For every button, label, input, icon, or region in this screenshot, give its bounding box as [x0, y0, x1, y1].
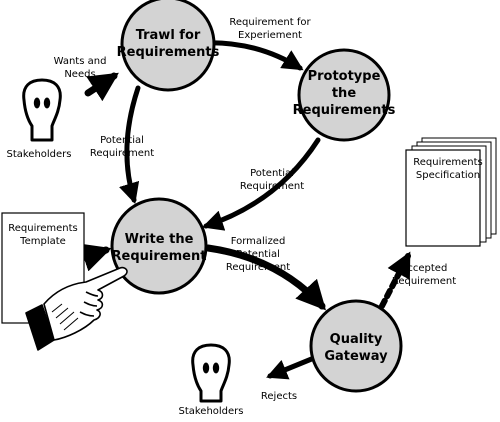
template-label-1: Requirements: [8, 223, 78, 234]
svg-text:Experiement: Experiement: [238, 30, 302, 41]
node-quality-line1: Quality: [330, 332, 383, 347]
edge-labels: Wants and Needs Requirement for Experiem…: [54, 17, 457, 402]
svg-text:the: the: [332, 86, 356, 101]
label-formalized-1: Formalized: [231, 236, 286, 247]
node-write-line1: Write the: [125, 232, 194, 247]
node-prototype-line2: the: [332, 86, 356, 101]
stakeholders-top: Stakeholders: [6, 78, 72, 160]
svg-text:Rejects: Rejects: [261, 391, 297, 402]
node-write-line2: Requirement: [112, 249, 207, 264]
node-write: Write the Requirement: [110, 197, 208, 295]
svg-text:Quality: Quality: [330, 332, 383, 347]
node-trawl-line2: Requirements: [117, 45, 220, 60]
label-potential-left-2: Requirement: [90, 148, 154, 159]
label-rejects: Rejects: [261, 391, 297, 402]
svg-text:Accepted: Accepted: [401, 263, 448, 274]
svg-text:Needs: Needs: [64, 69, 95, 80]
label-req-experiment-1: Requirement for: [229, 17, 311, 28]
svg-text:Prototype: Prototype: [308, 69, 381, 84]
edge-quality-to-rejects: [266, 355, 317, 380]
svg-text:Write the: Write the: [125, 232, 194, 247]
svg-text:Stakeholders: Stakeholders: [178, 406, 243, 417]
svg-text:Potential: Potential: [236, 249, 280, 260]
node-quality-line2: Gateway: [324, 349, 388, 364]
label-potential-left-1: Potential: [100, 135, 144, 146]
node-prototype-line1: Prototype: [308, 69, 381, 84]
label-wants-needs-2: Needs: [64, 69, 95, 80]
svg-text:Requirements: Requirements: [8, 223, 78, 234]
requirements-specification-doc: Requirements Specification: [405, 137, 497, 247]
label-potential-right-1: Potential: [250, 168, 294, 179]
stakeholder-head-icon: [22, 78, 62, 142]
label-formalized-3: Requirement: [226, 262, 290, 273]
specification-label-2: Specification: [416, 170, 480, 181]
svg-text:Stakeholders: Stakeholders: [6, 149, 71, 160]
stakeholders-bottom-label: Stakeholders: [178, 406, 243, 417]
svg-text:Requirement for: Requirement for: [229, 17, 311, 28]
node-prototype: Prototype the Requirements: [293, 48, 396, 142]
node-trawl-line1: Trawl for: [136, 28, 201, 43]
pointing-hand-icon: [25, 266, 128, 351]
svg-text:Wants and: Wants and: [54, 56, 107, 67]
template-label-2: Template: [19, 236, 66, 247]
edge-prototype-to-write: [202, 137, 321, 231]
svg-text:Requirements: Requirements: [293, 103, 396, 118]
specification-label-1: Requirements: [413, 157, 483, 168]
svg-text:Template: Template: [19, 236, 66, 247]
node-trawl: Trawl for Requirements: [117, 0, 220, 92]
edge-trawl-to-write: [119, 85, 141, 205]
label-wants-needs-1: Wants and: [54, 56, 107, 67]
edge-quality-to-spec: [379, 251, 411, 309]
svg-text:Formalized: Formalized: [231, 236, 286, 247]
svg-text:Requirement: Requirement: [392, 276, 456, 287]
edge-wants-needs: [84, 72, 119, 102]
svg-text:Requirement: Requirement: [112, 249, 207, 264]
stakeholder-head-icon: [191, 343, 231, 403]
svg-text:Trawl for: Trawl for: [136, 28, 201, 43]
label-req-experiment-2: Experiement: [238, 30, 302, 41]
node-prototype-line3: Requirements: [293, 103, 396, 118]
svg-text:Requirement: Requirement: [226, 262, 290, 273]
svg-text:Requirements: Requirements: [413, 157, 483, 168]
label-accepted-1: Accepted: [401, 263, 448, 274]
edge-template-to-write: [78, 243, 112, 272]
label-potential-right-2: Requirement: [240, 181, 304, 192]
svg-text:Potential: Potential: [250, 168, 294, 179]
svg-text:Requirements: Requirements: [117, 45, 220, 60]
label-accepted-2: Requirement: [392, 276, 456, 287]
stakeholders-top-label: Stakeholders: [6, 149, 71, 160]
svg-text:Requirement: Requirement: [90, 148, 154, 159]
svg-text:Gateway: Gateway: [324, 349, 388, 364]
label-formalized-2: Potential: [236, 249, 280, 260]
svg-text:Specification: Specification: [416, 170, 480, 181]
edge-write-to-quality: [204, 244, 326, 311]
node-quality: Quality Gateway: [309, 299, 403, 393]
svg-text:Potential: Potential: [100, 135, 144, 146]
svg-text:Requirement: Requirement: [240, 181, 304, 192]
stakeholders-bottom: Stakeholders: [178, 343, 244, 417]
